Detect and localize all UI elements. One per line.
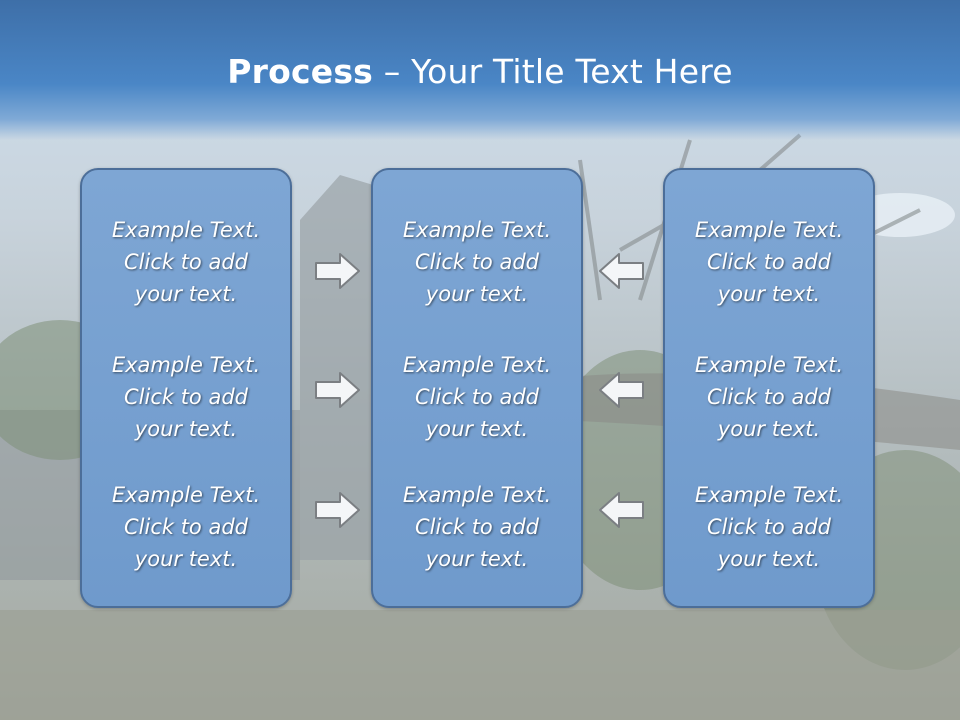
text-line: Click to add (706, 250, 831, 274)
text-line: Example Text. (111, 218, 261, 242)
arrow-left-icon[interactable] (597, 251, 645, 291)
text-line: your text. (717, 417, 821, 441)
text-block[interactable]: Example Text. Click to add your text. (665, 479, 873, 575)
text-block[interactable]: Example Text. Click to add your text. (373, 349, 581, 445)
text-line: Click to add (414, 385, 539, 409)
text-block[interactable]: Example Text. Click to add your text. (665, 349, 873, 445)
text-line: your text. (134, 547, 238, 571)
text-line: your text. (425, 282, 529, 306)
title-rest: – Your Title Text Here (373, 52, 733, 91)
text-line: Click to add (706, 385, 831, 409)
arrow-left-icon[interactable] (597, 370, 645, 410)
text-line: Example Text. (111, 483, 261, 507)
text-line: your text. (134, 417, 238, 441)
text-block[interactable]: Example Text. Click to add your text. (82, 214, 290, 310)
text-line: Click to add (706, 515, 831, 539)
text-line: Click to add (123, 385, 248, 409)
text-block[interactable]: Example Text. Click to add your text. (82, 349, 290, 445)
title-bar: Process – Your Title Text Here (0, 0, 960, 140)
text-block[interactable]: Example Text. Click to add your text. (82, 479, 290, 575)
text-block[interactable]: Example Text. Click to add your text. (373, 214, 581, 310)
text-line: Example Text. (694, 218, 844, 242)
text-line: Click to add (414, 515, 539, 539)
text-line: Example Text. (402, 218, 552, 242)
text-line: Click to add (414, 250, 539, 274)
text-line: Click to add (123, 250, 248, 274)
text-line: Example Text. (694, 483, 844, 507)
text-block[interactable]: Example Text. Click to add your text. (665, 214, 873, 310)
text-line: your text. (134, 282, 238, 306)
process-box-right[interactable]: Example Text. Click to add your text. Ex… (663, 168, 875, 608)
text-block[interactable]: Example Text. Click to add your text. (373, 479, 581, 575)
arrow-right-icon[interactable] (314, 370, 362, 410)
slide-title[interactable]: Process – Your Title Text Here (0, 52, 960, 91)
arrow-right-icon[interactable] (314, 490, 362, 530)
text-line: Example Text. (402, 483, 552, 507)
title-bold: Process (227, 52, 374, 91)
text-line: your text. (425, 547, 529, 571)
text-line: your text. (425, 417, 529, 441)
process-box-center[interactable]: Example Text. Click to add your text. Ex… (371, 168, 583, 608)
text-line: Click to add (123, 515, 248, 539)
text-line: your text. (717, 282, 821, 306)
process-box-left[interactable]: Example Text. Click to add your text. Ex… (80, 168, 292, 608)
arrow-left-icon[interactable] (597, 490, 645, 530)
text-line: your text. (717, 547, 821, 571)
arrow-right-icon[interactable] (314, 251, 362, 291)
text-line: Example Text. (694, 353, 844, 377)
text-line: Example Text. (402, 353, 552, 377)
text-line: Example Text. (111, 353, 261, 377)
